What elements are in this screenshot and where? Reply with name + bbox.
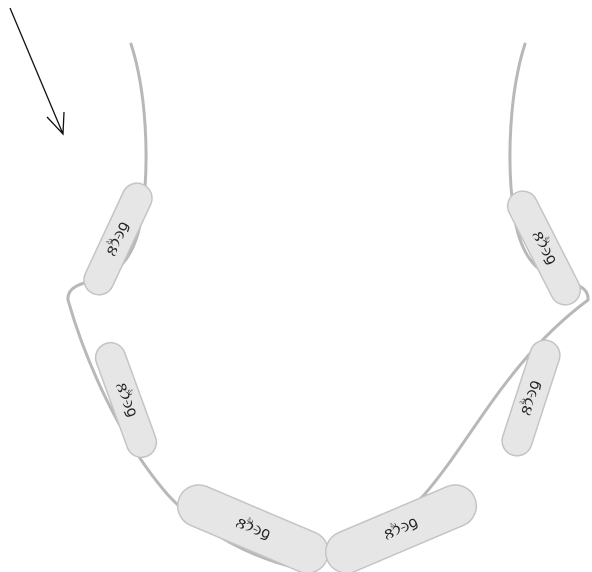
pad-upper-left: ϭ૯૮ૣ૪ — [79, 178, 157, 299]
pointer-arrow — [10, 8, 64, 134]
hoof-outline — [68, 44, 588, 568]
pad-mid-left: ϭ૯૮ૣ૪ — [91, 338, 160, 461]
pad-bottom-right: ϭ૯૮ૣ૪ — [319, 478, 483, 572]
pad-bottom-left: ϭ૯૮ૣ૪ — [171, 478, 335, 572]
pad-upper-right: ϭ૯૮ૣ૪ — [502, 186, 585, 310]
pad-mid-right: ϭ૯૮ૣ૪ — [498, 336, 564, 459]
